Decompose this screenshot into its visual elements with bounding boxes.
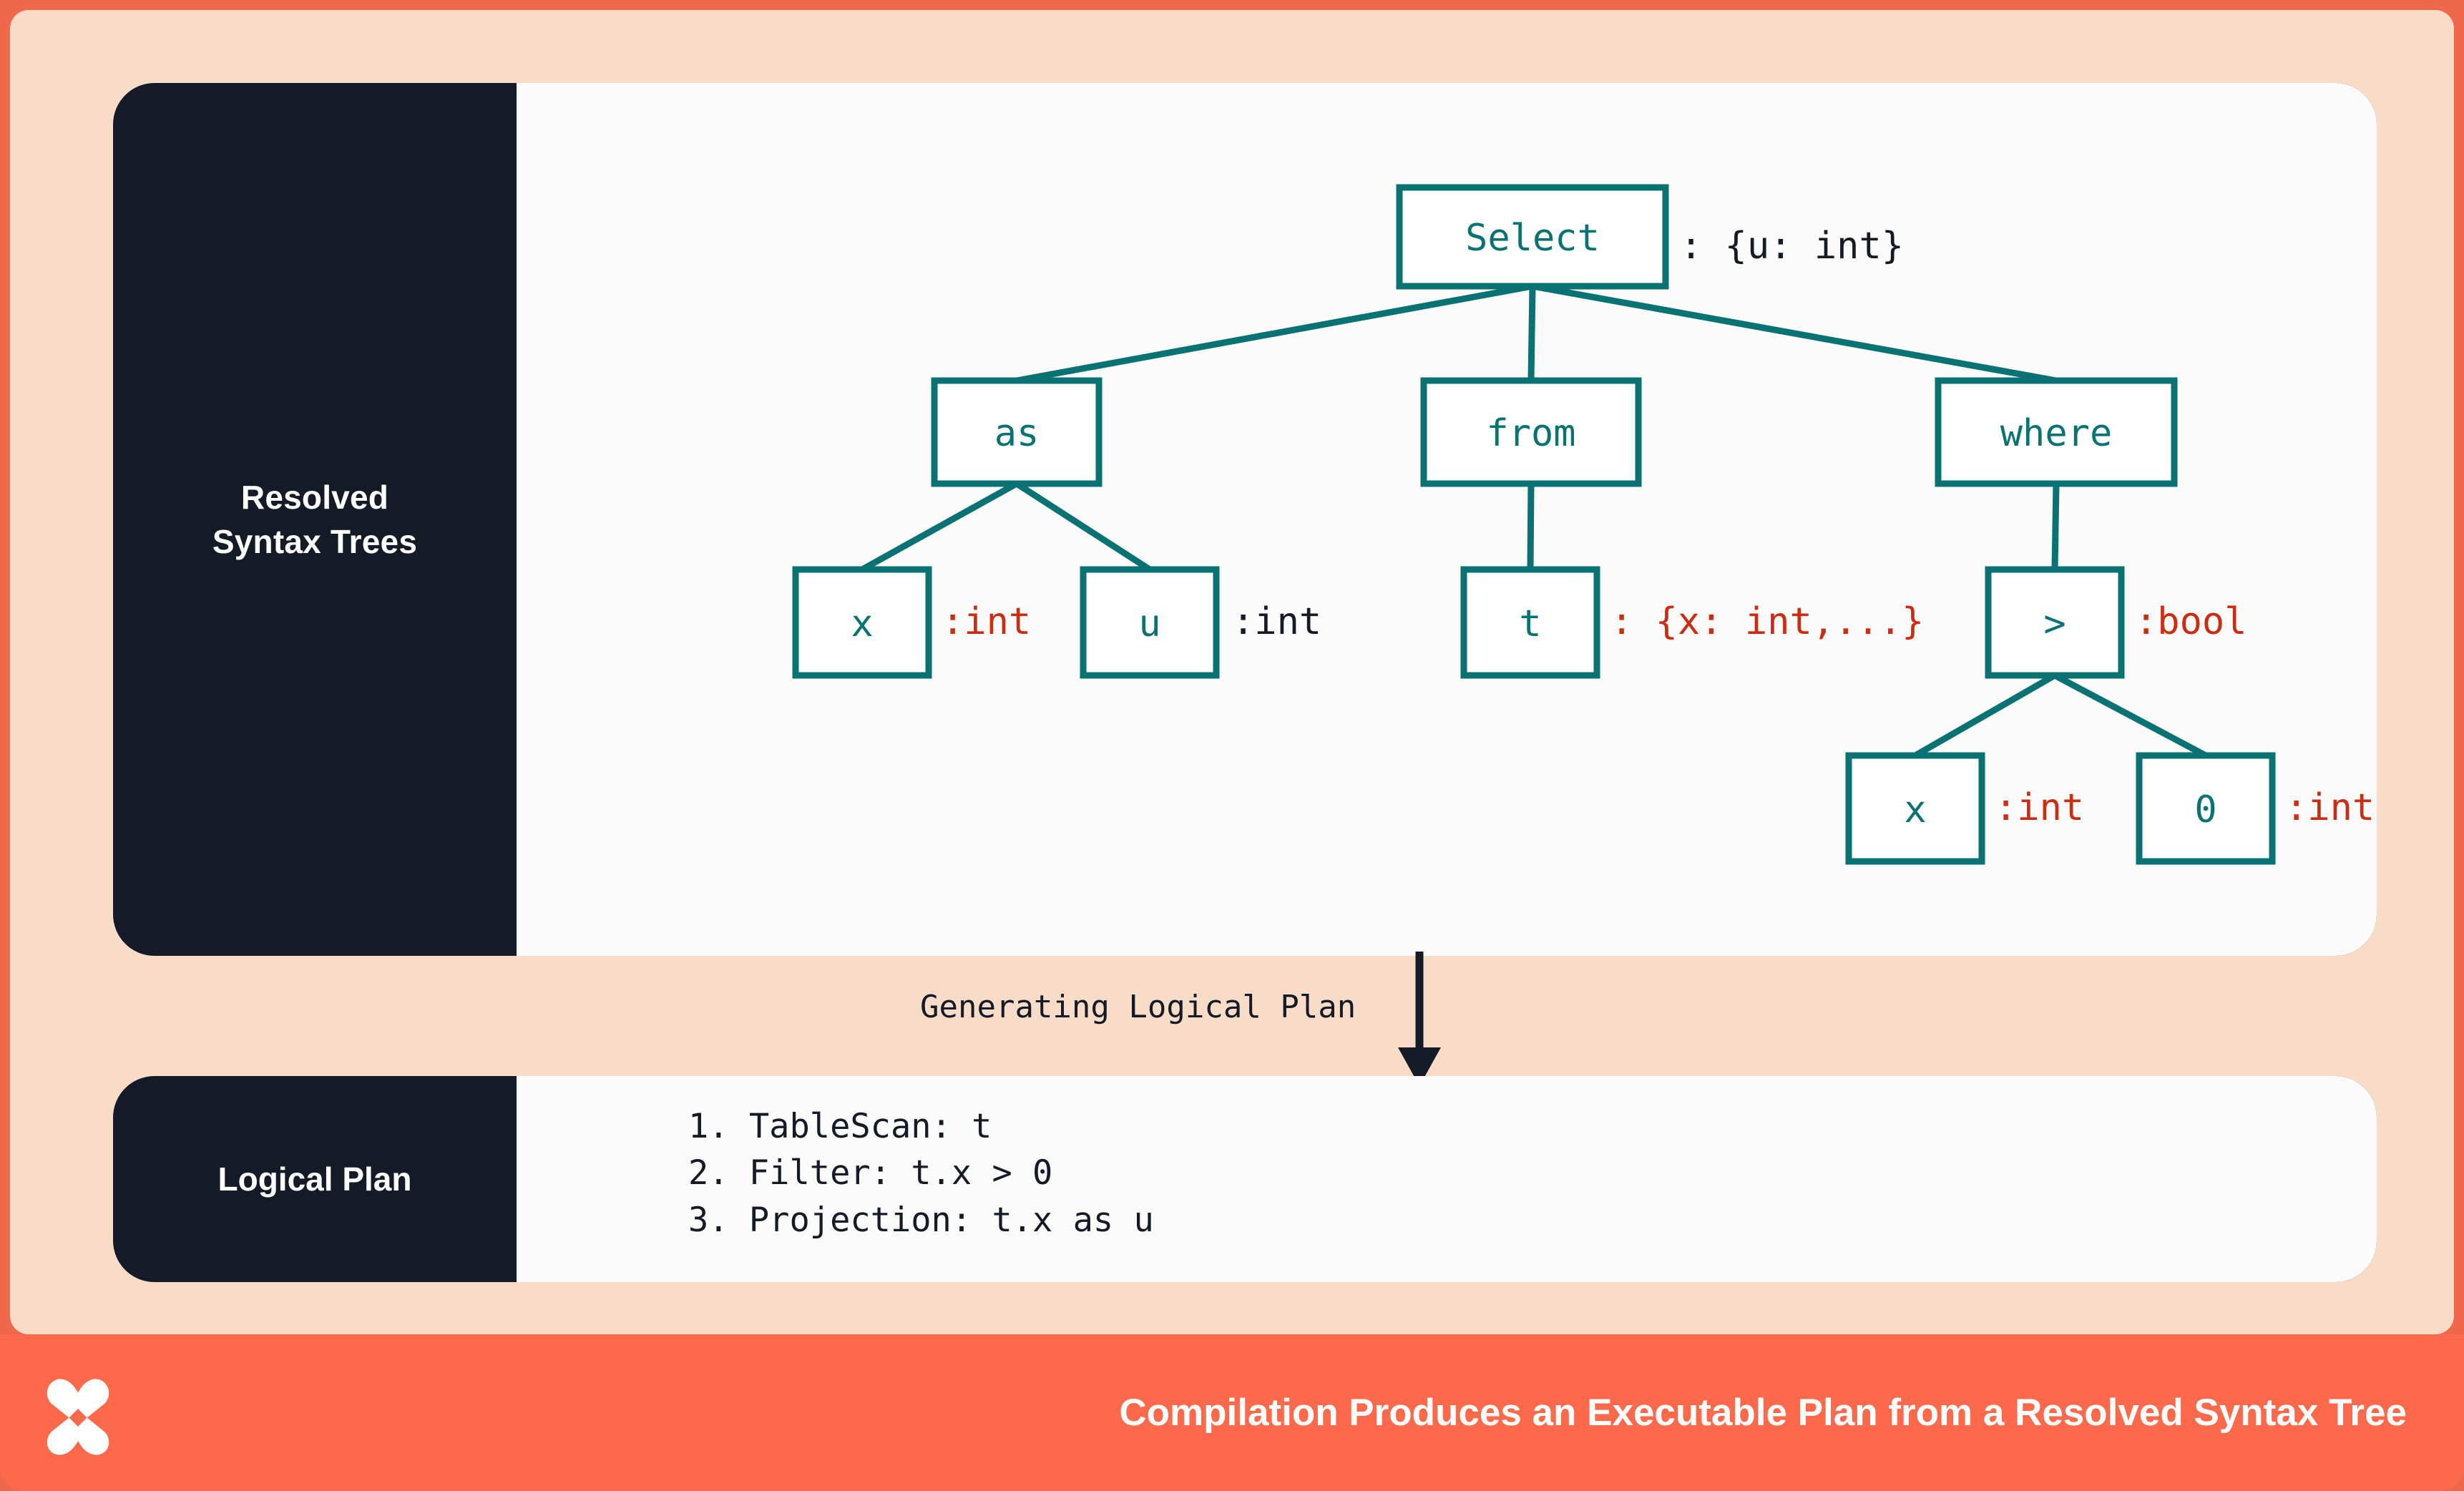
logical-plan-label: Logical Plan	[217, 1160, 412, 1198]
tree-node-box	[931, 377, 1103, 487]
tree-node-box	[1080, 566, 1220, 679]
tree-node-label: Select	[1465, 217, 1600, 260]
tree-node-label: x	[1904, 788, 1926, 831]
tree-edge	[2053, 673, 2208, 758]
tree-node-gt: >	[1985, 566, 2125, 679]
type-annotation: :int	[1995, 786, 2084, 829]
resolved-syntax-trees-panel: Resolved Syntax Trees Select as from where x…	[113, 83, 2377, 956]
panel-label-line-2: Syntax Trees	[212, 523, 418, 560]
slide-canvas: Resolved Syntax Trees Select as from where x…	[10, 10, 2454, 1334]
tree-node-where: where	[1935, 377, 2178, 487]
tree-node-label: x	[851, 602, 873, 645]
tree-node-x2: x	[1845, 752, 1985, 865]
transition-label: Generating Logical Plan	[920, 989, 1356, 1025]
tree-node-x1: x	[792, 566, 932, 679]
butterfly-x-logo-icon	[47, 1379, 109, 1455]
tree-edge	[1015, 481, 1152, 572]
logical-plan-body: 1. TableScan: t 2. Filter: t.x > 0 3. Pr…	[517, 1076, 2377, 1282]
tree-node-box	[1845, 752, 1985, 865]
tree-edge	[1527, 483, 1535, 570]
tree-edge	[1016, 283, 1533, 384]
tree-edge	[2051, 483, 2060, 570]
tree-node-label: 0	[2194, 788, 2216, 831]
type-annotation: :int	[2285, 786, 2375, 829]
tree-node-box	[1935, 377, 2178, 487]
tree-node-t: t	[1460, 566, 1600, 679]
tree-node-label: u	[1138, 602, 1160, 645]
tree-node-box	[1460, 566, 1600, 679]
tree-edge	[860, 481, 1019, 572]
tree-node-label: as	[994, 412, 1040, 455]
footer-bar: Compilation Produces an Executable Plan …	[0, 1334, 2464, 1491]
tree-node-box	[1985, 566, 2125, 679]
syntax-tree-canvas: Select as from where x u t > x 0 : {u: int} :int :in…	[517, 83, 2377, 956]
tree-node-select: Select	[1396, 184, 1669, 290]
type-annotation: : {u: int}	[1680, 225, 1904, 268]
tree-node-box	[1420, 377, 1642, 487]
type-annotation: :int	[1232, 600, 1321, 643]
tree-node-label: t	[1519, 602, 1541, 645]
tree-node-as: as	[931, 377, 1103, 487]
footer-title: Compilation Produces an Executable Plan …	[1119, 1392, 2407, 1434]
tree-node-zero: 0	[2136, 752, 2276, 865]
tree-node-u: u	[1080, 566, 1220, 679]
tree-edge	[1913, 673, 2057, 758]
tree-node-label: where	[2000, 412, 2113, 455]
type-annotation: : {x: int,...}	[1610, 600, 1924, 643]
tree-node-label: >	[2043, 602, 2065, 645]
logical-plan-step: 1. TableScan: t	[688, 1107, 992, 1146]
type-annotation: :int	[942, 600, 1031, 643]
type-annotation: :bool	[2135, 600, 2247, 643]
tree-node-box	[2136, 752, 2276, 865]
tree-edge	[1532, 283, 2057, 384]
panel-label-line-1: Resolved	[240, 478, 389, 516]
resolved-syntax-tree-graphic: Select as from where x u t > x 0 : {u: int} :int :in…	[792, 184, 2375, 865]
tree-edge	[1527, 285, 1536, 381]
tree-node-from: from	[1420, 377, 1642, 487]
tree-node-box	[1396, 184, 1669, 290]
tree-node-label: from	[1486, 412, 1575, 455]
resolved-syntax-trees-label: Resolved Syntax Trees	[113, 83, 517, 956]
logical-plan-panel: Logical Plan 1. TableScan: t 2. Filter: …	[113, 1076, 2377, 1282]
logical-plan-step: 3. Projection: t.x as u	[688, 1200, 1154, 1240]
logical-plan-step: 2. Filter: t.x > 0	[688, 1153, 1053, 1193]
tree-node-box	[792, 566, 932, 679]
down-arrow-icon	[1398, 952, 1441, 1086]
